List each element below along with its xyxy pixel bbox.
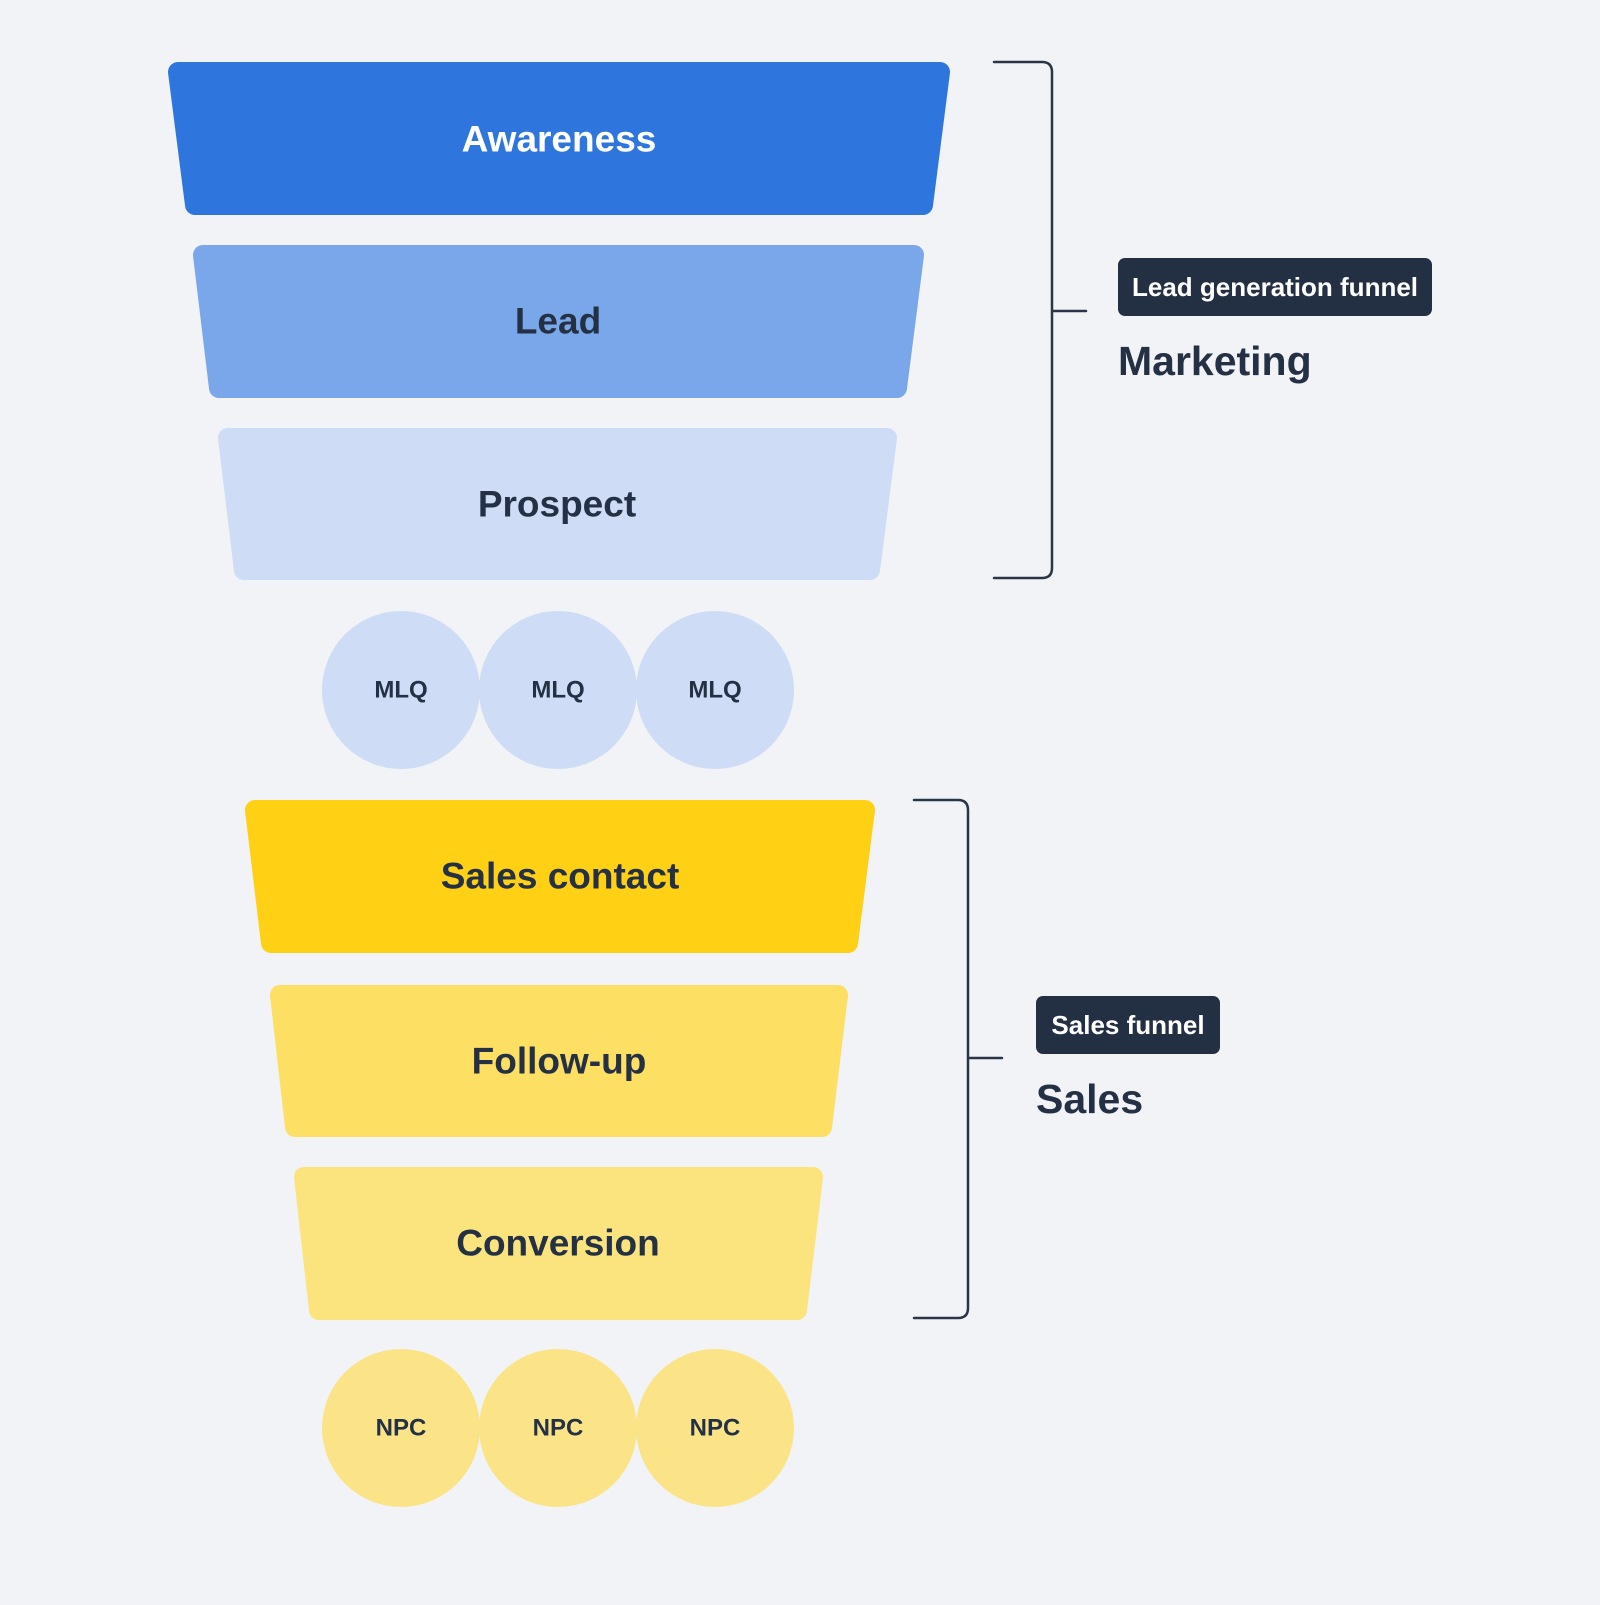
- marketing-heading: Marketing: [1118, 338, 1312, 384]
- stage-follow-up-label: Follow-up: [472, 1041, 647, 1082]
- mlq-circle-2-label: MLQ: [531, 677, 584, 704]
- sales-heading: Sales: [1036, 1076, 1143, 1122]
- stage-sales-contact-label: Sales contact: [441, 856, 680, 897]
- npc-circle-2-label: NPC: [533, 1415, 584, 1442]
- npc-circle-2: [479, 1349, 637, 1507]
- mlq-circle-3-label: MLQ: [688, 677, 741, 704]
- stage-lead: [193, 245, 924, 398]
- stage-conversion-label: Conversion: [456, 1223, 660, 1264]
- stage-follow-up: [270, 985, 848, 1137]
- npc-circle-1: [322, 1349, 480, 1507]
- stage-sales-contact: [245, 800, 875, 953]
- stage-awareness-label: Awareness: [462, 119, 657, 160]
- mlq-circle-2: [479, 611, 637, 769]
- sales-badge: [1036, 996, 1220, 1054]
- npc-circle-3: [636, 1349, 794, 1507]
- stage-conversion: [294, 1167, 823, 1320]
- stage-lead-label: Lead: [515, 301, 601, 342]
- npc-circle-1-label: NPC: [376, 1415, 427, 1442]
- stage-prospect-label: Prospect: [478, 484, 636, 525]
- npc-circle-3-label: NPC: [690, 1415, 741, 1442]
- mlq-circle-3: [636, 611, 794, 769]
- stage-awareness: [168, 62, 950, 215]
- sales-badge-label: Sales funnel: [1051, 1010, 1204, 1040]
- mlq-circle-1-label: MLQ: [374, 677, 427, 704]
- marketing-badge: [1118, 258, 1432, 316]
- marketing-bracket: [992, 60, 1088, 580]
- marketing-badge-label: Lead generation funnel: [1132, 272, 1418, 302]
- stage-prospect: [218, 428, 897, 580]
- mlq-circle-1: [322, 611, 480, 769]
- sales-bracket: [912, 798, 1004, 1320]
